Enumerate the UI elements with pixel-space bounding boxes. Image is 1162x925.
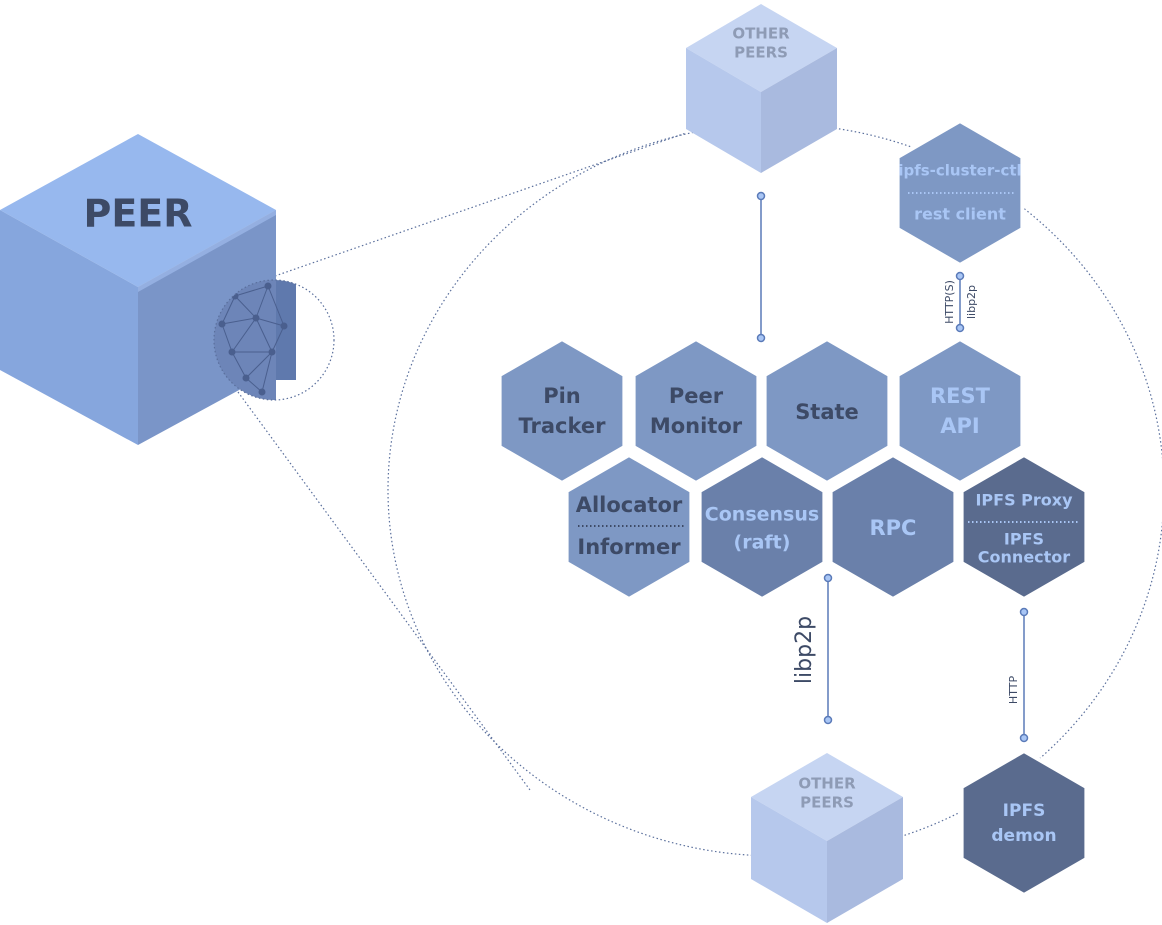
ipfs-demon-hex: IPFS demon: [959, 748, 1089, 898]
rest-client-label: rest client: [914, 205, 1006, 224]
ipfs-cluster-ctl-hex: ipfs-cluster-ctl rest client: [895, 118, 1025, 268]
peer-label: PEER: [83, 192, 192, 236]
other-peers-bottom-line2: PEERS: [800, 794, 854, 812]
ipfs-connector-line1: IPFS: [1004, 530, 1044, 549]
other-peers-cube-top: OTHER PEERS: [686, 4, 837, 173]
pin-tracker-line2: Tracker: [519, 414, 607, 438]
peer-monitor-line1: Peer: [669, 384, 724, 408]
pin-tracker-line1: Pin: [543, 384, 581, 408]
rest-api-line1: REST: [930, 384, 991, 408]
rpc-label: RPC: [870, 516, 917, 540]
rest-api-line2: API: [940, 414, 979, 438]
ipfs-demon-line2: demon: [991, 826, 1056, 846]
ipfs-connector-line2: Connector: [978, 548, 1070, 567]
pin-tracker-hex: Pin Tracker: [497, 336, 627, 486]
consensus-hex: Consensus (raft): [697, 452, 827, 602]
http-s-label: HTTP(S): [943, 280, 956, 324]
network-magnifier-icon: [213, 279, 335, 401]
ipfs-proxy-label: IPFS Proxy: [975, 491, 1073, 510]
component-hexagons: Pin Tracker Peer Monitor State REST API …: [497, 118, 1089, 898]
allocator-label: Allocator: [576, 493, 683, 517]
allocator-informer-hex: Allocator Informer: [564, 452, 694, 602]
libp2p-large-label: libp2p: [792, 616, 817, 684]
consensus-line1: Consensus: [705, 504, 819, 526]
zoom-line-bottom: [237, 391, 531, 791]
state-hex: State: [762, 336, 892, 486]
connector-lines: [756, 191, 1029, 743]
ctl-label: ipfs-cluster-ctl: [898, 162, 1021, 180]
other-peers-top-line2: PEERS: [734, 44, 788, 62]
peer-monitor-line2: Monitor: [650, 414, 743, 438]
ipfs-proxy-connector-hex: IPFS Proxy IPFS Connector: [959, 452, 1089, 602]
other-peers-cube-bottom: OTHER PEERS: [751, 753, 903, 923]
state-label: State: [795, 400, 859, 424]
zoom-line-top: [274, 132, 687, 277]
rpc-hex: RPC: [828, 452, 958, 602]
other-peers-top-line1: OTHER: [732, 25, 790, 43]
peer-cube: PEER: [0, 134, 276, 445]
consensus-line2: (raft): [734, 532, 791, 554]
rest-api-hex: REST API: [895, 336, 1025, 486]
http-label: HTTP: [1007, 676, 1020, 705]
informer-label: Informer: [577, 535, 681, 559]
ipfs-demon-line1: IPFS: [1003, 801, 1046, 821]
libp2p-small-label: libp2p: [965, 285, 978, 319]
peer-monitor-hex: Peer Monitor: [631, 336, 761, 486]
other-peers-bottom-line1: OTHER: [798, 775, 856, 793]
